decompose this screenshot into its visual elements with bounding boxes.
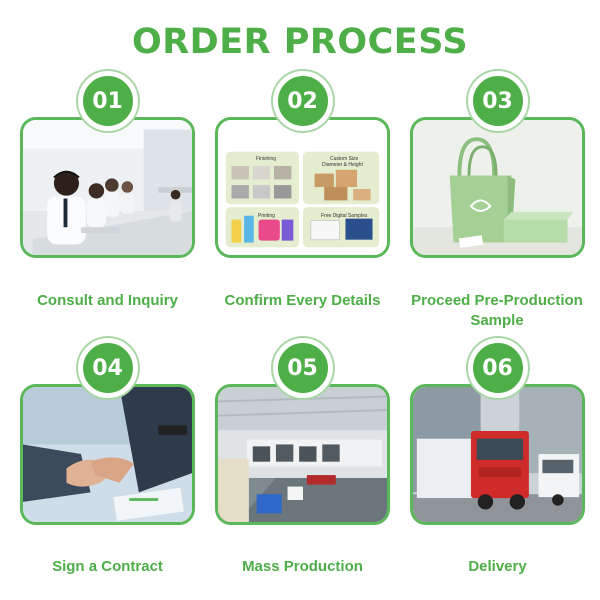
step-image-production — [215, 384, 390, 525]
step-card-2: Finishing Custom Size Diameter & Height … — [215, 71, 390, 258]
step-card-1: 01 — [20, 71, 195, 258]
step-number-badge-4: 04 — [77, 338, 138, 398]
step-image-contract — [20, 384, 195, 525]
step-number-badge-3: 03 — [467, 71, 528, 131]
step-label-5: Mass Production — [242, 558, 363, 575]
step-card-3: 03 — [410, 71, 585, 258]
label-diameter-height: Diameter & Height — [322, 162, 363, 168]
step-label-6: Delivery — [468, 558, 527, 575]
label-free-samples: Free Digital Samples — [321, 213, 368, 219]
label-finishing: Finishing — [256, 156, 277, 162]
label-custom-size: Custom Size — [330, 156, 359, 162]
step-label-3: Proceed Pre-Production Sample — [411, 292, 583, 329]
step-card-6: 06 — [410, 338, 585, 525]
label-printing: Printing — [258, 213, 275, 219]
step-number-badge-6: 06 — [467, 338, 528, 398]
page-title: ORDER PROCESS — [131, 22, 469, 62]
step-image-sample — [410, 117, 585, 258]
step-card-4: 04 — [20, 338, 195, 525]
step-image-details: Finishing Custom Size Diameter & Height … — [215, 117, 390, 258]
step-number-badge-1: 01 — [77, 71, 138, 131]
step-card-5: 05 — [215, 338, 390, 525]
step-image-delivery — [410, 384, 585, 525]
step-number-badge-2: 02 — [272, 71, 333, 131]
step-label-2: Confirm Every Details — [224, 292, 381, 309]
step-label-4: Sign a Contract — [52, 558, 163, 575]
step-label-1: Consult and Inquiry — [37, 292, 178, 309]
step-image-consult — [20, 117, 195, 258]
step-number-badge-5: 05 — [272, 338, 333, 398]
